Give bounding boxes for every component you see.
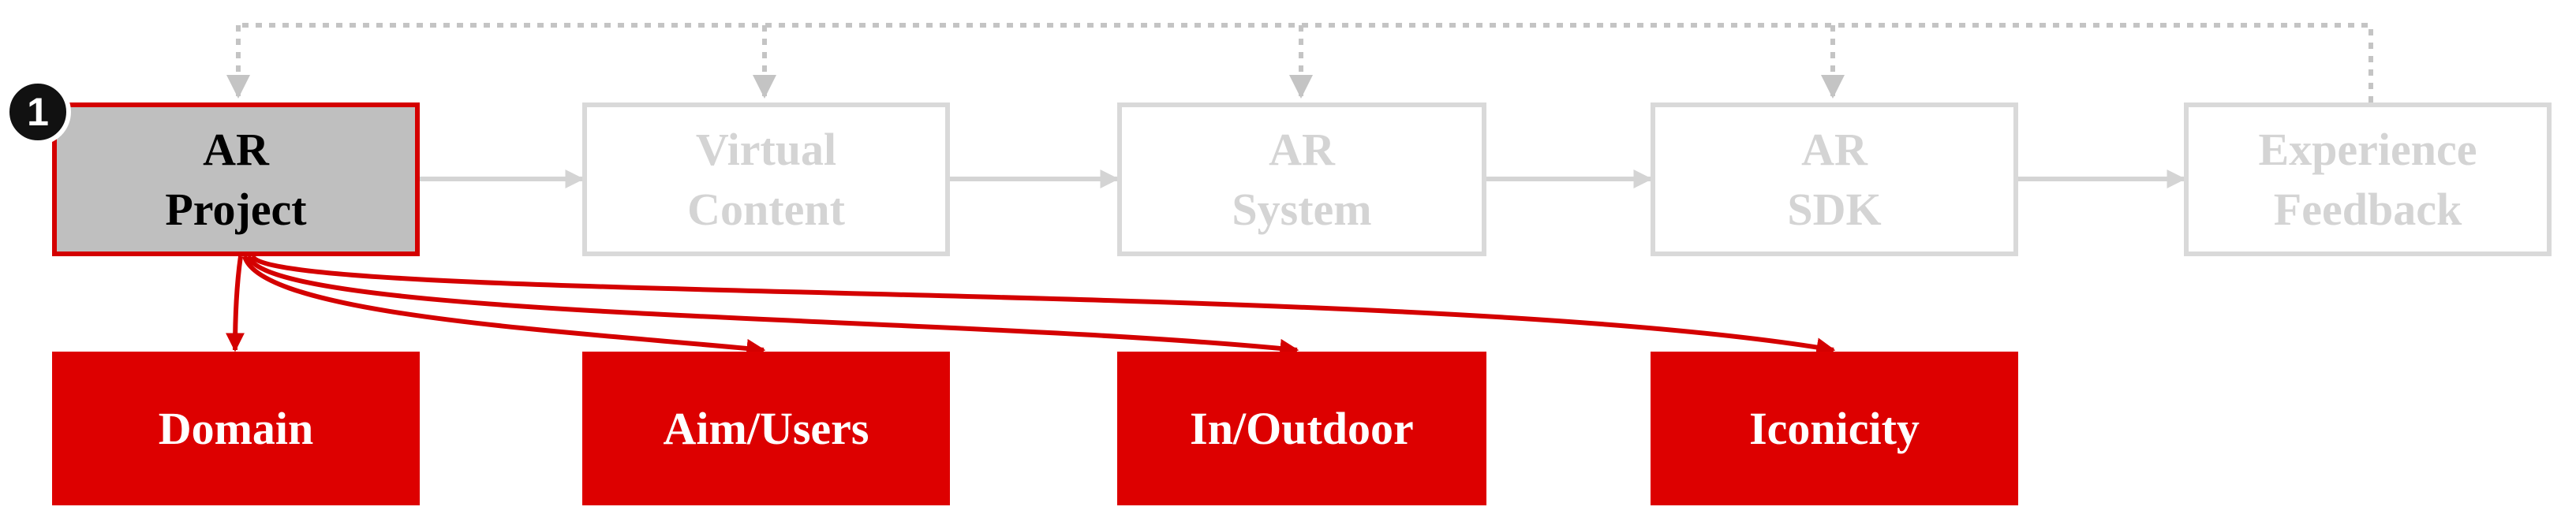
sub-item-label: Aim/Users [663, 402, 869, 454]
step-virtual-content: Virtual Content [582, 102, 950, 256]
branch-to-in-outdoor [246, 255, 1299, 358]
step-ar-sdk: AR SDK [1651, 102, 2018, 256]
step-line2: Project [165, 183, 307, 235]
step-line2: Content [687, 183, 845, 235]
sub-item-aim-users: Aim/Users [582, 352, 950, 505]
step-line2: SDK [1787, 183, 1882, 235]
step-line2: System [1232, 183, 1372, 235]
branch-to-domain [226, 255, 245, 352]
sub-item-label: Domain [158, 402, 314, 454]
step-line2: Feedback [2273, 183, 2462, 235]
branch-arrows [226, 254, 1836, 358]
sub-item-label: Iconicity [1749, 402, 1920, 454]
branch-to-iconicity [250, 254, 1836, 357]
branch-to-aim-users [242, 255, 766, 358]
sub-item-iconicity: Iconicity [1651, 352, 2018, 505]
feedback-loop [226, 23, 2373, 102]
step-ar-project: AR Project [52, 102, 420, 256]
sub-item-in-outdoor: In/Outdoor [1117, 352, 1486, 505]
step-number-badge: 1 [5, 79, 71, 145]
step-ar-system: AR System [1117, 102, 1486, 256]
step-line1: AR [1269, 123, 1335, 175]
step-line1: Experience [2258, 123, 2477, 175]
feedback-top-line [238, 23, 2373, 102]
step-experience-feedback: Experience Feedback [2184, 102, 2552, 256]
step-line1: AR [203, 123, 269, 175]
sub-item-label: In/Outdoor [1190, 402, 1414, 454]
step-line1: AR [1801, 123, 1868, 175]
step-line1: Virtual [695, 123, 837, 175]
sub-item-domain: Domain [52, 352, 420, 505]
